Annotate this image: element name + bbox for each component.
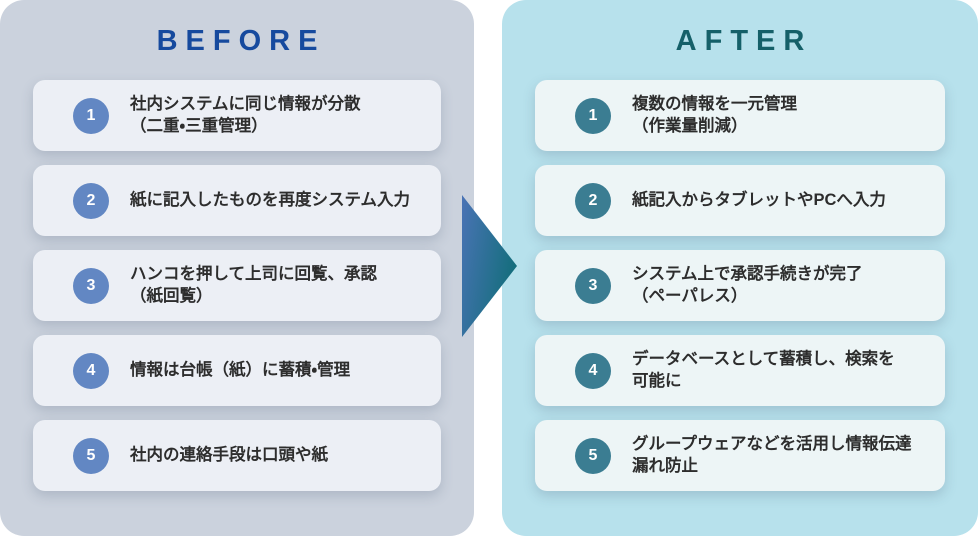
card-text-line: 可能に: [632, 371, 682, 390]
card-text-line: ハンコを押して上司に回覧、承認: [130, 265, 378, 284]
card-text: 社内の連絡手段は口頭や紙: [130, 445, 328, 466]
card-text: 紙に記入したものを再度システム入力: [130, 190, 410, 211]
after-card-list: 1 複数の情報を一元管理 （作業量削減） 2 紙記入からタブレットやPCへ入力 …: [502, 80, 978, 491]
card-text-line: 情報は台帳（紙）に蓄積・管理: [130, 360, 351, 379]
after-item-3: 3 システム上で承認手続きが完了 （ペーパレス）: [535, 250, 945, 321]
card-text-line: 複数の情報を一元管理: [632, 95, 797, 114]
number-badge: 5: [575, 437, 611, 474]
number-badge: 4: [73, 352, 109, 389]
after-panel: AFTER 1 複数の情報を一元管理 （作業量削減） 2 紙記入からタブレットや…: [502, 0, 978, 536]
before-item-4: 4 情報は台帳（紙）に蓄積・管理: [33, 335, 441, 406]
card-text-line: 紙記入からタブレットやPCへ入力: [632, 190, 886, 209]
number-badge: 5: [73, 437, 109, 474]
card-text-line: （ペーパレス）: [632, 286, 748, 305]
number-badge: 4: [575, 352, 611, 389]
card-text: 紙記入からタブレットやPCへ入力: [632, 190, 886, 211]
after-item-5: 5 グループウェアなどを活用し情報伝達 漏れ防止: [535, 420, 945, 491]
card-text-line: データベースとして蓄積し、検索を: [632, 350, 895, 369]
after-item-2: 2 紙記入からタブレットやPCへ入力: [535, 165, 945, 236]
card-text-line: （作業量削減）: [632, 116, 748, 135]
number-badge: 2: [575, 182, 611, 219]
card-text-line: 社内の連絡手段は口頭や紙: [130, 445, 328, 464]
number-badge: 3: [73, 267, 109, 304]
before-item-2: 2 紙に記入したものを再度システム入力: [33, 165, 441, 236]
number-badge: 1: [73, 97, 109, 134]
card-text: 社内システムに同じ情報が分散 （二重・三重管理）: [130, 94, 361, 137]
before-title: BEFORE: [156, 25, 326, 57]
before-item-5: 5 社内の連絡手段は口頭や紙: [33, 420, 441, 491]
before-item-3: 3 ハンコを押して上司に回覧、承認 （紙回覧）: [33, 250, 441, 321]
card-text-line: グループウェアなどを活用し情報伝達: [632, 435, 912, 454]
card-text: 情報は台帳（紙）に蓄積・管理: [130, 360, 350, 381]
after-item-1: 1 複数の情報を一元管理 （作業量削減）: [535, 80, 945, 151]
number-badge: 1: [575, 97, 611, 134]
card-text-line: 紙に記入したものを再度システム入力: [130, 190, 411, 209]
card-text: グループウェアなどを活用し情報伝達 漏れ防止: [632, 434, 912, 477]
card-text-line: 漏れ防止: [632, 456, 698, 475]
card-text: ハンコを押して上司に回覧、承認 （紙回覧）: [130, 264, 377, 307]
card-text: データベースとして蓄積し、検索を 可能に: [632, 349, 895, 392]
card-text-line: システム上で承認手続きが完了: [632, 265, 863, 284]
card-text-line: 社内システムに同じ情報が分散: [130, 95, 361, 114]
before-card-list: 1 社内システムに同じ情報が分散 （二重・三重管理） 2 紙に記入したものを再度…: [0, 80, 474, 491]
card-text-line: （二重・三重管理）: [130, 116, 268, 135]
card-text-line: （紙回覧）: [130, 286, 213, 305]
number-badge: 2: [73, 182, 109, 219]
before-item-1: 1 社内システムに同じ情報が分散 （二重・三重管理）: [33, 80, 441, 151]
number-badge: 3: [575, 267, 611, 304]
before-panel: BEFORE 1 社内システムに同じ情報が分散 （二重・三重管理） 2 紙に記入…: [0, 0, 474, 536]
after-item-4: 4 データベースとして蓄積し、検索を 可能に: [535, 335, 945, 406]
card-text: 複数の情報を一元管理 （作業量削減）: [632, 94, 797, 137]
card-text: システム上で承認手続きが完了 （ペーパレス）: [632, 264, 863, 307]
after-title: AFTER: [675, 25, 813, 57]
